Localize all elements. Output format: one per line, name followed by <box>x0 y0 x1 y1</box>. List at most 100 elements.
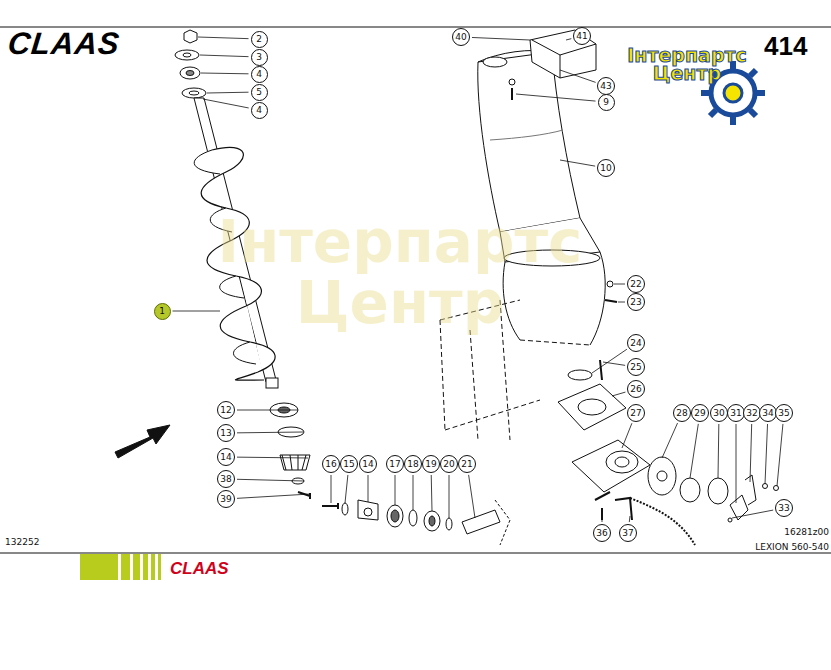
model-name: LEXION 560-540 <box>755 542 829 552</box>
callout-number: 39 <box>217 490 235 508</box>
callout-number: 18 <box>404 455 422 473</box>
leader-line <box>614 284 625 285</box>
callout-number-text: 34 <box>762 409 773 418</box>
leader-line <box>173 311 221 312</box>
callout-number: 43 <box>597 77 615 95</box>
leader-line <box>431 475 433 511</box>
watermark: Інтерпартс Центр <box>180 212 620 334</box>
callout-number: 4 <box>251 102 268 119</box>
callout-number-text: 33 <box>778 504 789 513</box>
callout-number-text: 30 <box>713 409 724 418</box>
callout-number: 24 <box>627 334 645 352</box>
callout-number: 16 <box>322 455 340 473</box>
callout-number-text: 1 <box>159 307 165 316</box>
leader-line <box>777 424 783 486</box>
callout-number: 38 <box>217 470 235 488</box>
callout-number: 10 <box>597 159 615 177</box>
brand-logo: CLAAS <box>170 559 229 579</box>
leader-line <box>207 92 249 94</box>
callout-number-text: 15 <box>343 460 354 469</box>
callout-number: 14 <box>217 448 235 466</box>
callout-number-text: 10 <box>600 164 611 173</box>
callout-number: 30 <box>710 404 728 422</box>
leader-line <box>603 362 625 365</box>
callout-number: 41 <box>573 27 591 45</box>
leader-line <box>201 73 249 75</box>
callout-number-text: 40 <box>455 33 466 42</box>
leader-line <box>592 349 627 373</box>
callout-number: 19 <box>422 455 440 473</box>
leader-line <box>237 410 298 411</box>
leader-line <box>560 70 596 82</box>
leader-line <box>368 475 369 502</box>
leader-line <box>560 160 595 166</box>
callout-number-text: 32 <box>746 409 757 418</box>
callout-number-text: 3 <box>256 53 262 62</box>
callout-number: 13 <box>217 424 235 442</box>
callout-number: 20 <box>440 455 458 473</box>
drawing-code: 16281z00 <box>784 527 829 537</box>
callout-number: 17 <box>386 455 404 473</box>
callout-number: 9 <box>598 94 615 111</box>
leader-line <box>237 479 304 481</box>
callout-number: 22 <box>627 275 645 293</box>
callout-number-text: 23 <box>630 298 641 307</box>
callout-number-text: 24 <box>630 339 641 348</box>
callout-number: 40 <box>452 28 470 46</box>
page-number: 414 <box>764 31 807 62</box>
callout-number-text: 31 <box>730 409 741 418</box>
leader-line <box>736 424 737 503</box>
callout-number: 35 <box>775 404 793 422</box>
leader-line <box>413 475 414 510</box>
leader-line <box>765 424 768 484</box>
callout-number-text: 37 <box>622 529 633 538</box>
callout-number: 29 <box>691 404 709 422</box>
leader-line <box>469 475 475 518</box>
callout-number-text: 2 <box>256 35 262 44</box>
callout-number: 14 <box>359 455 377 473</box>
callout-number-text: 13 <box>220 429 231 438</box>
callout-number-text: 39 <box>220 495 231 504</box>
callout-number-text: 36 <box>596 529 607 538</box>
leader-line <box>622 423 632 448</box>
drawing-number: 132252 <box>5 537 39 547</box>
leader-line <box>449 475 450 518</box>
leader-line <box>237 457 308 459</box>
leader-line <box>472 37 530 40</box>
callout-number: 25 <box>627 358 645 376</box>
callout-number-text: 22 <box>630 280 641 289</box>
callout-number-text: 21 <box>461 460 472 469</box>
callout-number: 33 <box>775 499 793 517</box>
callout-number-text: 17 <box>389 460 400 469</box>
leader-line <box>629 516 631 522</box>
callout-number-text: 14 <box>220 453 231 462</box>
callout-number: 23 <box>627 293 645 311</box>
callout-number-text: 38 <box>220 475 231 484</box>
callout-number: 27 <box>627 404 645 422</box>
callout-number: 1 <box>154 303 171 320</box>
watermark: Інтерпартс Центр <box>612 46 762 82</box>
leader-line <box>331 475 332 503</box>
callout-number-text: 4 <box>256 106 262 115</box>
callout-number-text: 25 <box>630 363 641 372</box>
callout-number: 2 <box>251 31 268 48</box>
brand-logo: CLAAS <box>6 26 122 62</box>
leader-line <box>237 432 303 434</box>
callout-number-text: 14 <box>362 460 373 469</box>
callout-number-text: 26 <box>630 385 641 394</box>
callout-number-text: 18 <box>407 460 418 469</box>
callout-number-text: 9 <box>603 98 609 107</box>
leader-line <box>618 302 625 303</box>
callout-number: 37 <box>619 524 637 542</box>
callout-number-text: 5 <box>256 88 262 97</box>
leader-line <box>516 94 596 101</box>
callout-number-text: 27 <box>630 409 641 418</box>
callout-number: 15 <box>340 455 358 473</box>
leader-line <box>200 55 249 57</box>
leader-line <box>237 494 310 498</box>
leader-line <box>345 475 348 503</box>
leader-line <box>690 424 698 478</box>
callout-number: 5 <box>251 84 268 101</box>
callout-number: 3 <box>251 49 268 66</box>
